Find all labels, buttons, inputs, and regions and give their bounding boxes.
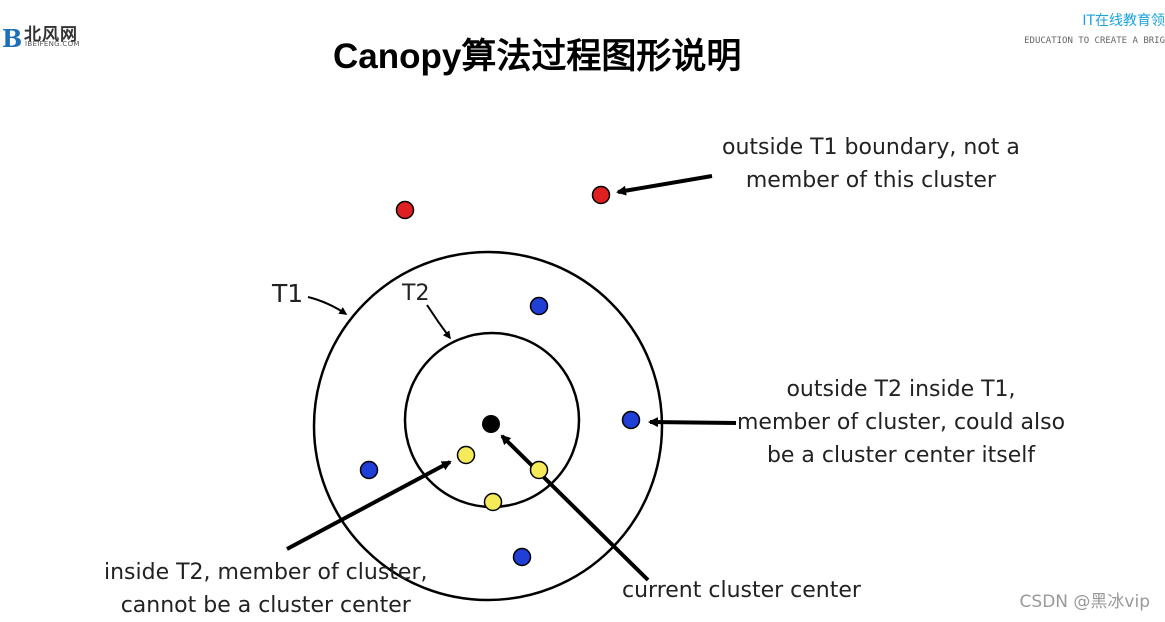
brand-slogan: IT在线教育领 EDUCATION TO CREATE A BRIG (1024, 10, 1165, 46)
outside-t1-annotation: outside T1 boundary, not a member of thi… (722, 131, 1020, 197)
arrow-to-between-point (648, 417, 737, 428)
between-point (512, 547, 532, 567)
t2-label: T2 (402, 281, 430, 306)
annotation-line: member of cluster, could also (737, 410, 1066, 435)
between-t1-t2-annotation: outside T2 inside T1, member of cluster,… (737, 373, 1065, 472)
page-title: Canopy算法过程图形说明 (333, 37, 742, 76)
beifeng-logo: B 北风网 IBEIFENG.COM (0, 18, 90, 54)
annotation-line: outside T1 boundary, not a (722, 135, 1020, 160)
brand-slogan-english: EDUCATION TO CREATE A BRIG (1024, 36, 1165, 46)
logo-mark: B (2, 24, 23, 53)
between-point (621, 410, 641, 430)
t1-boundary-circle (312, 250, 664, 602)
annotation-line: inside T2, member of cluster, (104, 560, 428, 585)
between-point (529, 296, 549, 316)
t2-pointer-arrow (426, 304, 451, 340)
arrow-to-inside-point (286, 460, 452, 551)
between-point (359, 460, 379, 480)
annotation-line: cannot be a cluster center (120, 593, 411, 618)
inside-point (529, 460, 549, 480)
annotation-line: be a cluster center itself (766, 443, 1036, 468)
t1-pointer-arrow (307, 296, 348, 315)
inside-point (456, 445, 476, 465)
annotation-line: outside T2 inside T1, (786, 377, 1016, 402)
cluster-center-point (482, 415, 500, 433)
annotation-line: member of this cluster (745, 168, 996, 193)
t1-label: T1 (272, 279, 304, 308)
logo-chinese-text: 北风网 (24, 25, 78, 45)
inside-t2-annotation: inside T2, member of cluster, cannot be … (104, 556, 428, 622)
logo-english-text: IBEIFENG.COM (25, 40, 80, 48)
inside-point (483, 492, 503, 512)
arrow-to-outside-point (616, 174, 713, 196)
cluster-center-annotation: current cluster center (622, 578, 861, 603)
brand-slogan-chinese: IT在线教育领 (1082, 13, 1165, 29)
arrow-to-center-point (500, 434, 650, 582)
csdn-watermark: CSDN @黑冰vip (1019, 592, 1150, 612)
outside-point (591, 185, 611, 205)
outside-point (395, 200, 415, 220)
